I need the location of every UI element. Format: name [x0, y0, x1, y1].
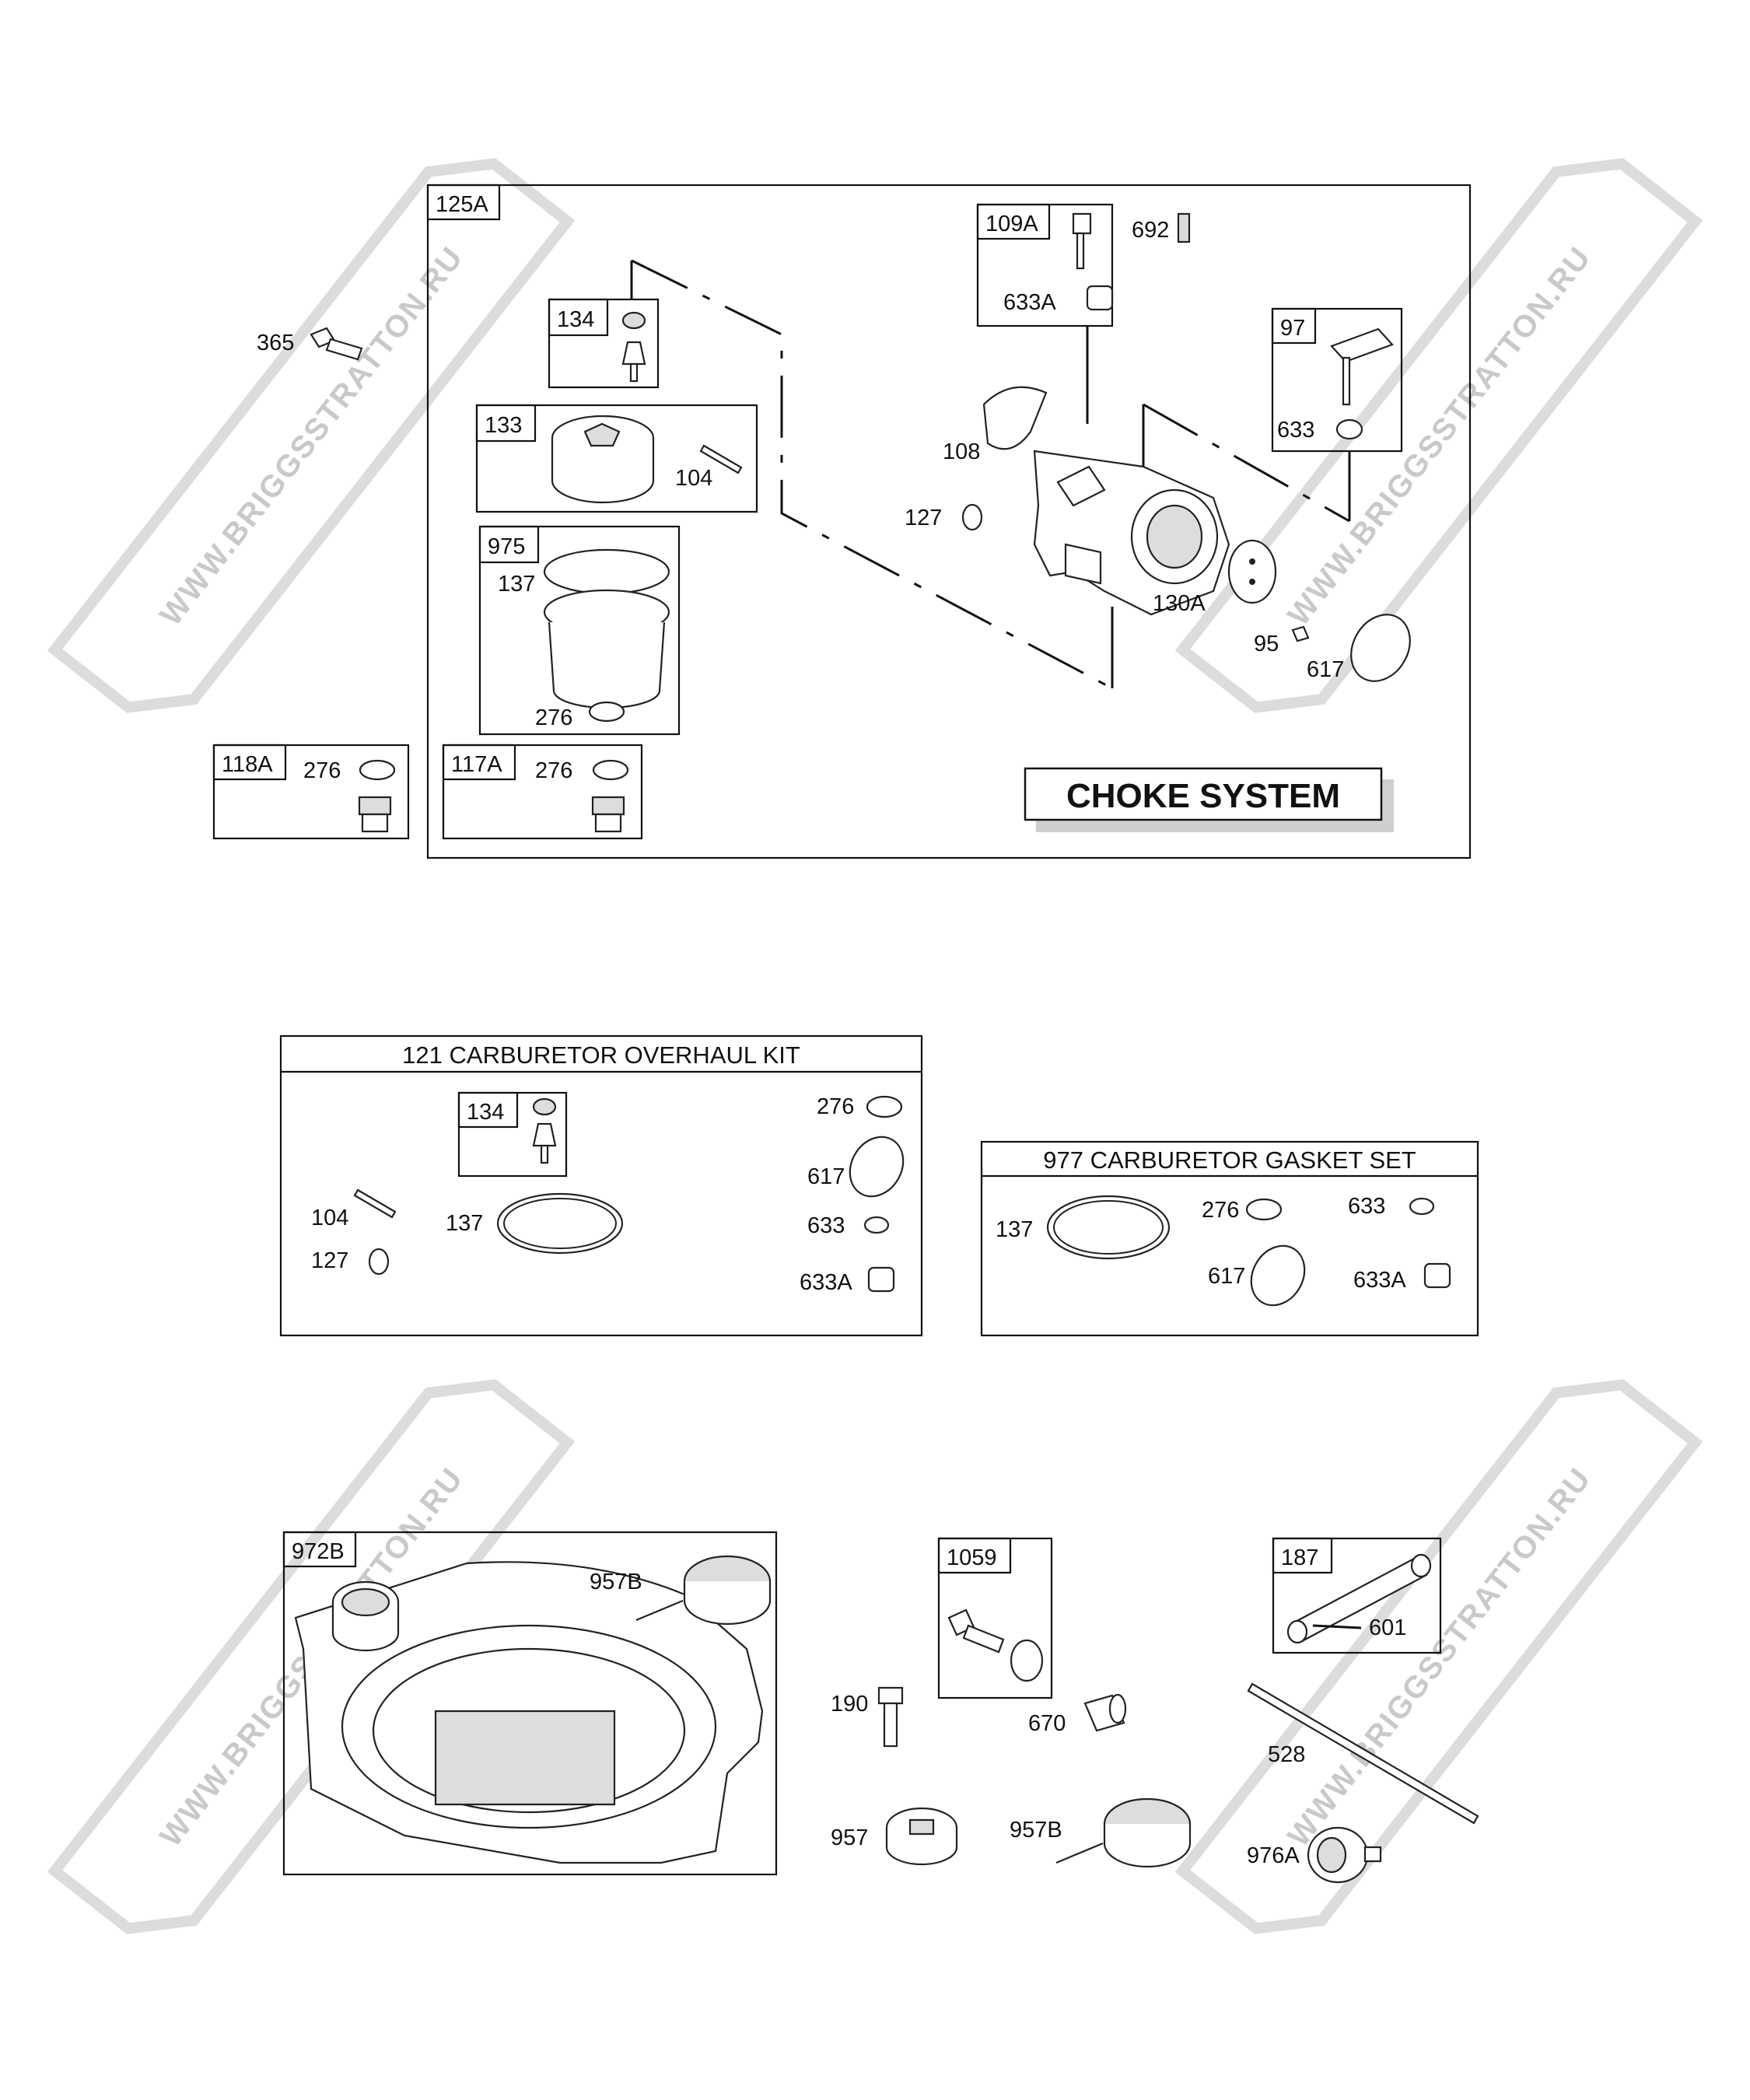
- overhaul-kit-group: 121 CARBURETOR OVERHAUL KIT 134 104 127 …: [279, 1034, 923, 1337]
- throttle-shaft-97: [1330, 327, 1394, 406]
- part-label-976a: 976A: [1247, 1843, 1300, 1868]
- part-label-528: 528: [1268, 1742, 1305, 1767]
- part-label-137: 137: [446, 1211, 483, 1236]
- seal-633: [1335, 418, 1363, 440]
- part-label-957b-a: 957B: [590, 1570, 642, 1594]
- fuel-cap-957B-a: [635, 1555, 772, 1626]
- fuel-line-528: [1247, 1682, 1479, 1825]
- screw-95: [1291, 625, 1310, 642]
- part-label-957: 957: [831, 1825, 868, 1850]
- part-label-95: 95: [1254, 632, 1279, 656]
- part-label-670: 670: [1028, 1711, 1066, 1736]
- part-label-art: 276: [303, 758, 341, 783]
- part-label-127: 127: [311, 1248, 348, 1273]
- part-label-957b-b: 957B: [1010, 1818, 1062, 1843]
- overhaul-kit-title: 121 CARBURETOR OVERHAUL KIT: [402, 1041, 800, 1069]
- plate-108: [982, 386, 1048, 450]
- part-label-276: 276: [535, 705, 572, 730]
- gasket-set-group: 977 CARBURETOR GASKET SET 137 276 633 61…: [980, 1140, 1479, 1337]
- part-label-134: 134: [467, 1100, 504, 1125]
- part-label-133: 133: [485, 413, 522, 438]
- part-label-633a: 633A: [1003, 290, 1056, 315]
- part-label-617: 617: [1208, 1264, 1245, 1289]
- part-label-633: 633: [1277, 418, 1314, 443]
- bolt-190: [877, 1686, 904, 1748]
- part-label-633a: 633A: [800, 1270, 852, 1295]
- float-133: [551, 415, 655, 504]
- part-label-276: 276: [1202, 1198, 1239, 1223]
- fuel-tank-group: 972B 957B 1059 190 670: [282, 1531, 1479, 1884]
- throttle-plate-130A: [1227, 539, 1277, 604]
- filter-976A: [1307, 1826, 1382, 1884]
- part-label-watermark: WWW.BRIGGSSTRATTON.RU: [153, 240, 470, 632]
- seal-633A: [1086, 285, 1114, 311]
- fuel-tank-972B: [294, 1561, 764, 1864]
- part-label-633: 633: [807, 1213, 845, 1238]
- part-label-127: 127: [905, 506, 942, 530]
- part-label-watermark: WWW.BRIGGSSTRATTON.RU: [1281, 240, 1598, 632]
- part-label-617: 617: [807, 1164, 845, 1189]
- part-label-601: 601: [1369, 1615, 1406, 1640]
- part-label-1059: 1059: [947, 1545, 997, 1570]
- fuel-line-187: [1286, 1553, 1432, 1644]
- pin-104: [699, 444, 743, 474]
- needle-valve-134: [621, 311, 646, 383]
- part-label-art: 276: [535, 758, 572, 783]
- float-bowl-975: [543, 548, 670, 723]
- gasket-617: [1350, 614, 1411, 682]
- part-label-104: 104: [311, 1206, 348, 1230]
- fuel-cap-957B-b: [1055, 1797, 1192, 1868]
- part-label-187: 187: [1281, 1545, 1318, 1570]
- part-label-97: 97: [1280, 316, 1305, 341]
- part-label-104: 104: [675, 466, 712, 491]
- plug-127: [961, 503, 983, 531]
- part-label-137: 137: [996, 1217, 1033, 1242]
- part-label-137: 137: [498, 572, 535, 597]
- part-label-975: 975: [488, 534, 525, 559]
- spring-692: [1177, 212, 1191, 243]
- part-label-ref: 118A: [222, 752, 273, 777]
- part-label-617: 617: [1307, 657, 1344, 682]
- part-label-109a: 109A: [985, 212, 1038, 236]
- part-label-972b: 972B: [292, 1539, 345, 1564]
- spacer-670: [1083, 1693, 1127, 1732]
- part-label-633: 633: [1348, 1194, 1385, 1219]
- gasket-set-title: 977 CARBURETOR GASKET SET: [1043, 1146, 1416, 1174]
- part-label-692: 692: [1132, 218, 1169, 243]
- part-label-276: 276: [817, 1094, 854, 1119]
- label-365: 365: [257, 331, 294, 355]
- part-label-190: 190: [831, 1692, 868, 1717]
- part-label-ref: 117A: [451, 752, 502, 777]
- carburetor-group: 125A 365 134 133 104 975 137: [212, 184, 1472, 859]
- fuel-cap-957: [885, 1807, 958, 1866]
- part-label-108: 108: [943, 439, 980, 464]
- part-label-130a: 130A: [1153, 591, 1206, 616]
- bolt-1059: [947, 1608, 1044, 1682]
- ref-125A: 125A: [436, 192, 488, 217]
- carburetor-body: [1033, 450, 1230, 616]
- bolt-365: [310, 327, 363, 361]
- system-title: CHOKE SYSTEM: [1066, 777, 1340, 815]
- choke-shaft-109A: [1072, 212, 1092, 270]
- part-label-134: 134: [557, 307, 594, 332]
- part-label-633a: 633A: [1353, 1268, 1406, 1293]
